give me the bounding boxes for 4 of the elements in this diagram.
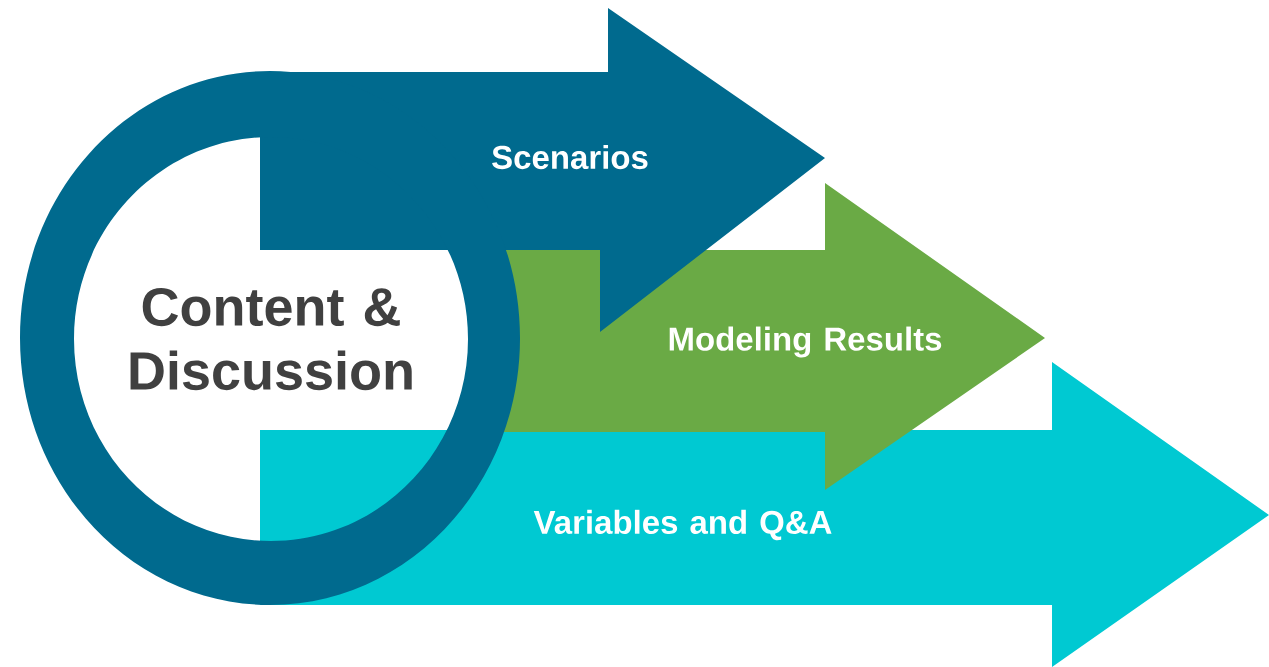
node-label: Modeling Results — [669, 326, 942, 358]
node-label: Variables and Q&A — [533, 509, 832, 541]
node-label: Scenarios — [492, 144, 648, 170]
node-label: Content & Discussion — [130, 287, 412, 391]
